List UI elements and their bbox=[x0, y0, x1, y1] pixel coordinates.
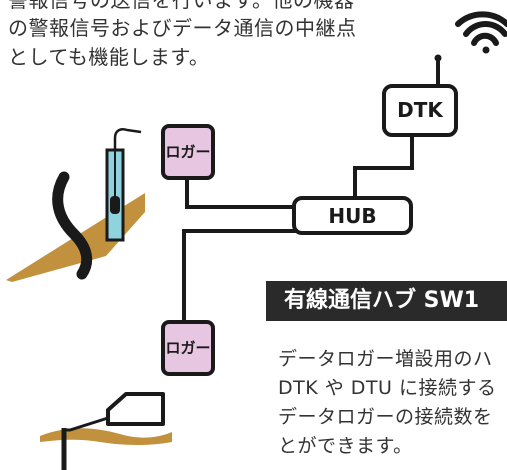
water-level-sensor-icon bbox=[6, 128, 145, 282]
intro-text-line-2: の警報信号およびデータ通信の中継点 bbox=[8, 16, 357, 40]
section-description: データロガー増設用のハ DTK や DTU に接続する データロガーの接続数を … bbox=[278, 333, 507, 470]
intro-text-line-3: としても機能します。 bbox=[8, 45, 210, 69]
desc-line-2: DTK や DTU に接続する bbox=[278, 377, 497, 399]
wifi-icon bbox=[455, 11, 507, 54]
logger-bottom-label: ロガー bbox=[165, 339, 211, 357]
desc-line-1: データロガー増設用のハ bbox=[278, 348, 493, 370]
hub-box bbox=[292, 196, 413, 235]
instrument-arm bbox=[66, 416, 109, 432]
section-title: 有線通信ハブ SW1 bbox=[266, 281, 507, 321]
intro-text-line-1: 警報信号の送信を行います。他の機器 bbox=[8, 0, 355, 12]
antenna-tip bbox=[434, 54, 442, 62]
line-logger-hub bbox=[185, 176, 296, 209]
line-hub-logger-bottom bbox=[182, 229, 296, 324]
connection-lines bbox=[182, 133, 414, 324]
desc-line-3: データロガーの接続数を bbox=[278, 406, 493, 428]
dtk-label: DTK bbox=[397, 98, 443, 122]
dtk-box bbox=[382, 84, 458, 137]
line-dtk-hub bbox=[353, 133, 414, 203]
sensor-cable bbox=[113, 128, 142, 150]
survey-instrument-icon bbox=[40, 392, 172, 470]
logger-top-label: ロガー bbox=[165, 143, 211, 161]
hub-label: HUB bbox=[328, 204, 377, 228]
ground-strip bbox=[40, 428, 172, 445]
logger-top-box bbox=[161, 124, 215, 180]
sensor-probe bbox=[110, 196, 120, 214]
desc-line-4: とができます。 bbox=[278, 435, 413, 457]
logger-bottom-box bbox=[161, 320, 215, 376]
instrument-housing bbox=[106, 392, 165, 426]
ground-crack bbox=[52, 171, 93, 280]
